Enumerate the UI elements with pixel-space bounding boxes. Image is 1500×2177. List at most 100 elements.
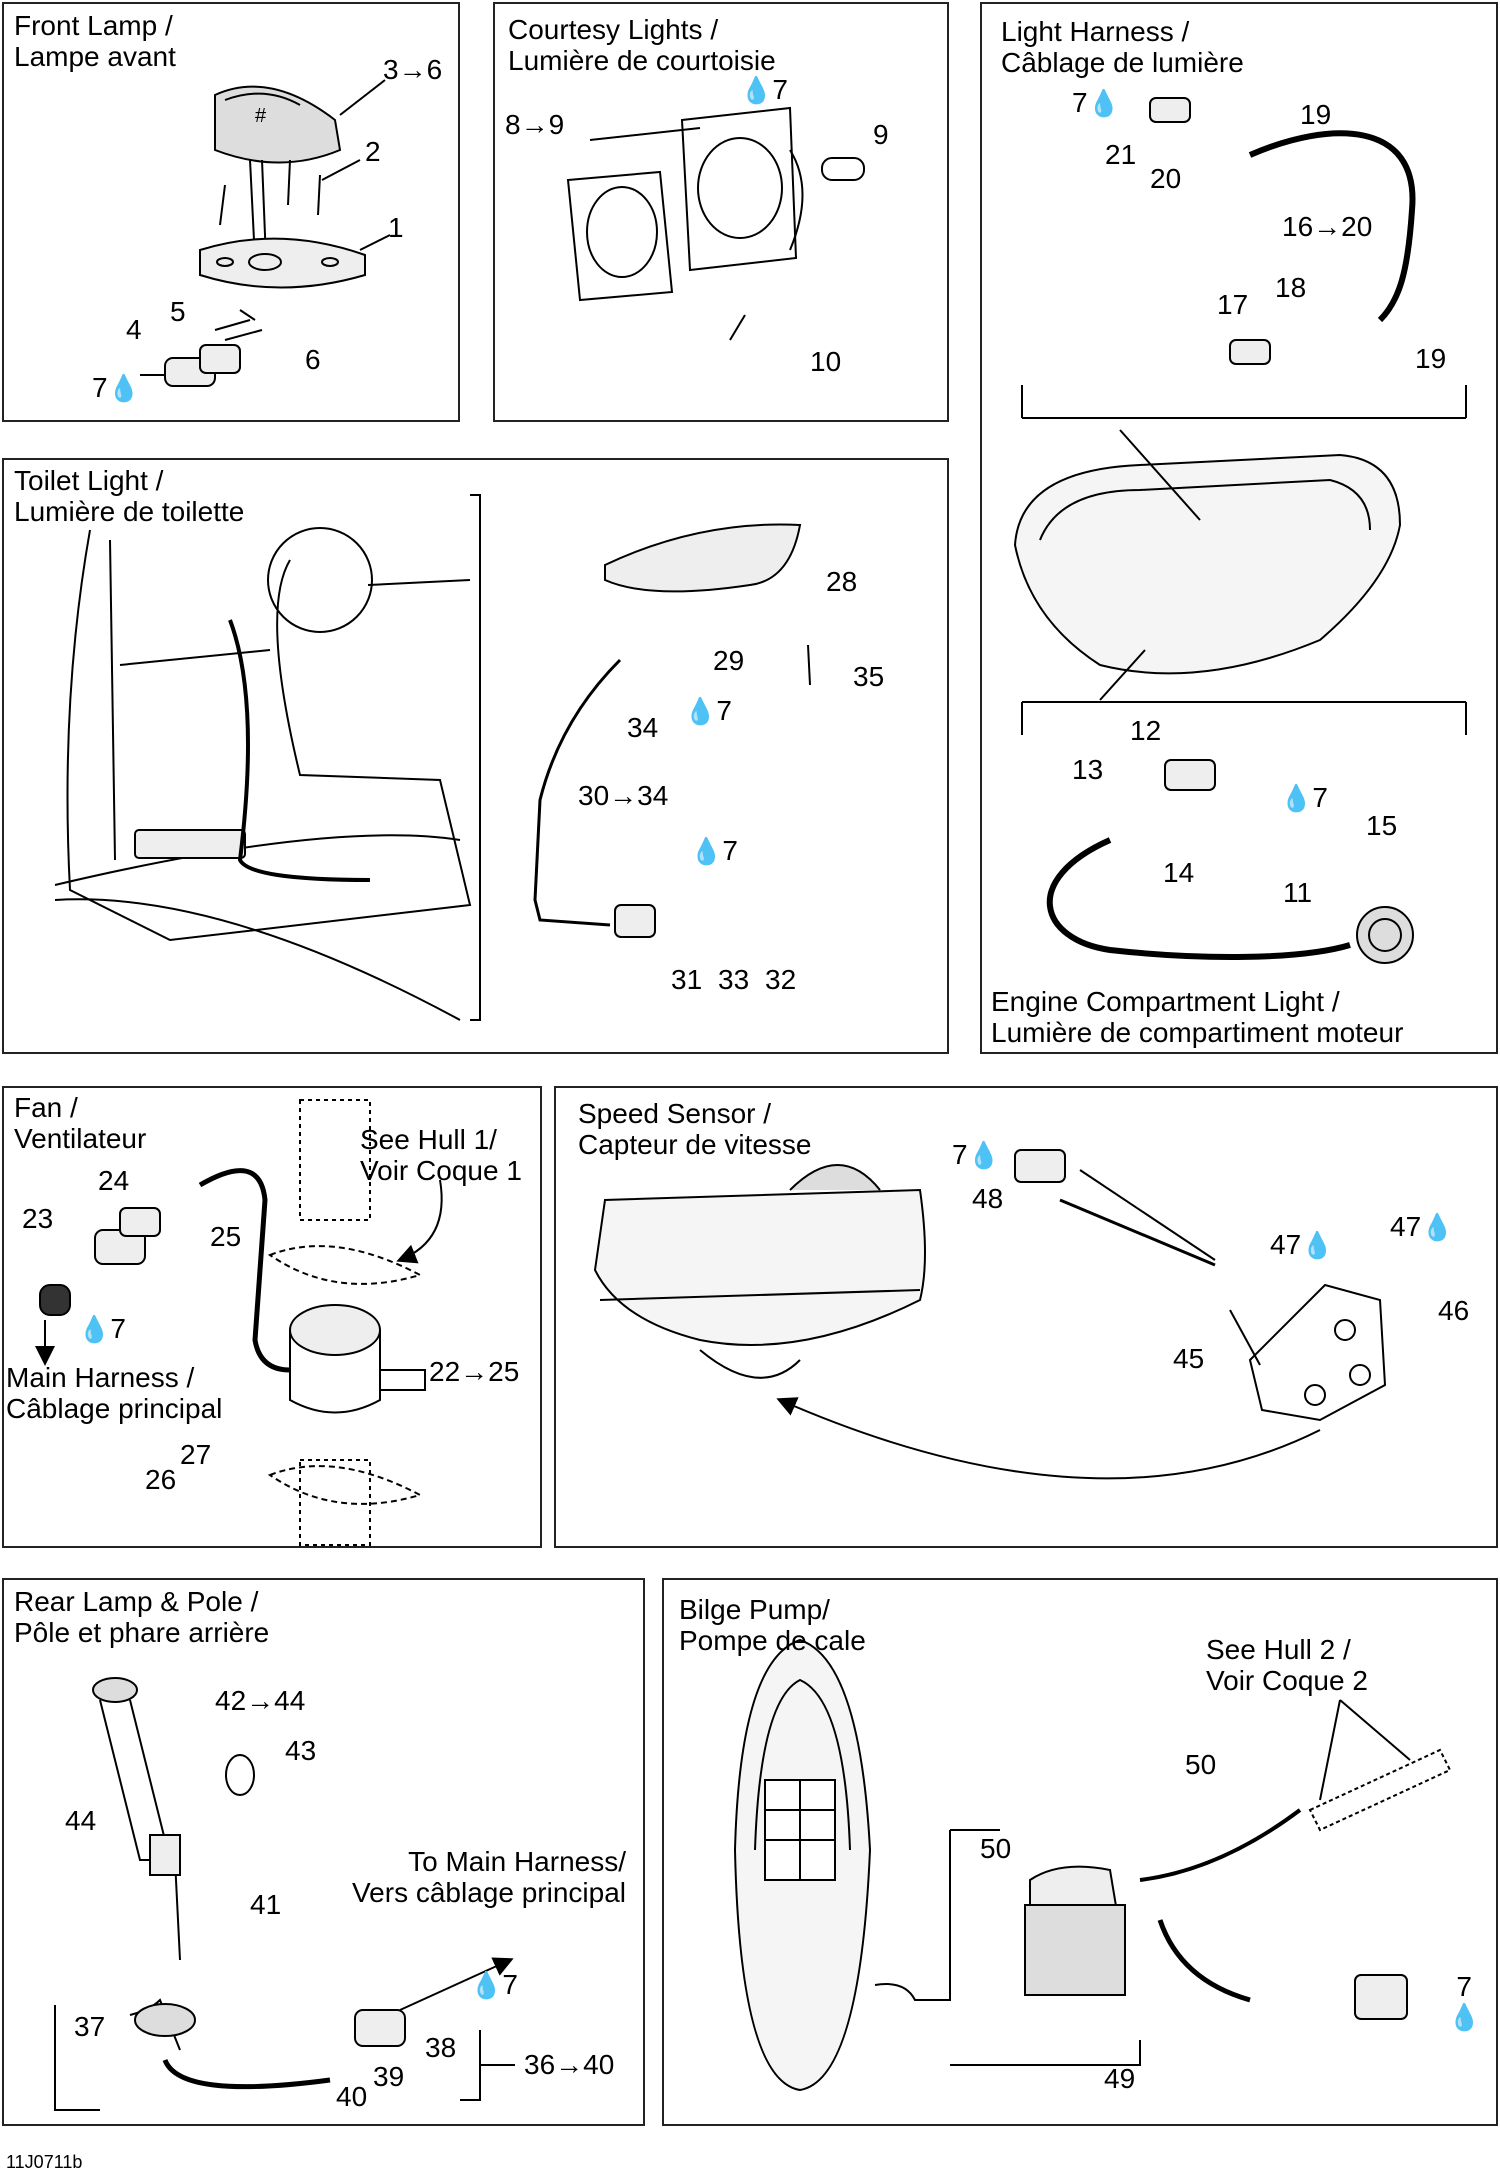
callout: 14 — [1163, 857, 1195, 888]
callout: 40 — [336, 2081, 368, 2112]
see-hull-2-note: See Hull 2 / Voir Coque 2 — [1206, 1634, 1368, 1696]
light-harness-title: Light Harness / Câblage de lumière — [1001, 16, 1244, 78]
callout: 💧7 — [78, 1313, 126, 1345]
callout: 35 — [853, 661, 885, 692]
callout: 25 — [210, 1221, 242, 1252]
callout: 2 — [365, 136, 381, 167]
note-line: Main Harness / — [6, 1362, 195, 1393]
callout: 34 — [627, 712, 659, 743]
fluid-drop-icon: 💧 — [1087, 88, 1120, 118]
see-hull-1-note: See Hull 1/ Voir Coque 1 — [360, 1124, 522, 1186]
callout: 24 — [98, 1165, 130, 1196]
title-line: Ventilateur — [14, 1123, 147, 1154]
callout: 29 — [713, 645, 745, 676]
main-harness-note: Main Harness / Câblage principal — [6, 1362, 222, 1424]
callout: 15 — [1366, 810, 1398, 841]
callout: 47 — [1390, 1211, 1422, 1242]
fluid-drop-icon: 💧 — [1421, 1212, 1454, 1242]
fluid-drop-icon: 💧 — [1448, 2002, 1481, 2032]
callout: 9 — [873, 119, 889, 150]
callout: 38 — [425, 2032, 457, 2063]
fluid-drop-icon: 💧 — [1301, 1230, 1334, 1260]
callout: 5 — [170, 296, 186, 327]
engine-compartment-caption: Engine Compartment Light / Lumière de co… — [991, 986, 1403, 1048]
speed-sensor-title: Speed Sensor / Capteur de vitesse — [578, 1098, 811, 1160]
callout: 3→6 — [383, 54, 443, 85]
fluid-drop-icon: 💧 — [107, 373, 140, 403]
callout: 21 — [1105, 139, 1137, 170]
title-line: Lampe avant — [14, 41, 176, 72]
note-line: Voir Coque 1 — [360, 1155, 522, 1186]
title-line: Pôle et phare arrière — [14, 1617, 270, 1648]
callout: 41 — [250, 1889, 282, 1920]
title-line: Front Lamp / — [14, 10, 173, 41]
rear-lamp-panel — [2, 1578, 645, 2126]
rear-lamp-title: Rear Lamp & Pole / Pôle et phare arrière — [14, 1586, 269, 1648]
callout: 7 — [502, 1969, 518, 2000]
callout: 7 — [722, 835, 738, 866]
fluid-drop-icon: 💧 — [740, 75, 773, 105]
callout: 18 — [1275, 272, 1307, 303]
callout: 32 — [765, 964, 797, 995]
toilet-light-panel — [2, 458, 949, 1054]
callout: 4 — [126, 314, 142, 345]
note-line: See Hull 1/ — [360, 1124, 497, 1155]
callout: 31 — [671, 964, 703, 995]
note-line: To Main Harness/ — [408, 1846, 626, 1877]
callout: 8→9 — [505, 109, 565, 140]
callout: 43 — [285, 1735, 317, 1766]
callout: 7 — [1072, 87, 1088, 118]
note-line: Voir Coque 2 — [1206, 1665, 1368, 1696]
callout: 49 — [1104, 2063, 1136, 2094]
callout: 13 — [1072, 754, 1104, 785]
title-line: Rear Lamp & Pole / — [14, 1586, 259, 1617]
caption-line: Engine Compartment Light / — [991, 986, 1340, 1017]
toilet-light-title: Toilet Light / Lumière de toilette — [14, 465, 244, 527]
callout: 47 — [1270, 1229, 1302, 1260]
callout: 12 — [1130, 715, 1162, 746]
fluid-drop-icon: 💧 — [78, 1314, 111, 1344]
callout: 7💧 — [92, 373, 140, 404]
callout: 7 — [716, 695, 732, 726]
caption-line: Lumière de compartiment moteur — [991, 1017, 1404, 1048]
callout: 💧7 — [1280, 782, 1328, 814]
callout: 💧7 — [684, 695, 732, 727]
title-line: Toilet Light / — [14, 465, 164, 496]
callout: 7💧 — [952, 1140, 1000, 1171]
title-line: Lumière de courtoisie — [508, 45, 776, 76]
callout: 27 — [180, 1439, 212, 1470]
callout: 46 — [1438, 1295, 1470, 1326]
callout: 6 — [305, 344, 321, 375]
callout: 20 — [1150, 163, 1182, 194]
callout: 7 💧 — [1448, 1972, 1481, 2033]
callout: 23 — [22, 1203, 54, 1234]
title-line: Fan / — [14, 1092, 78, 1123]
callout: 37 — [74, 2011, 106, 2042]
callout: 11 — [1283, 877, 1313, 908]
note-line: Vers câblage principal — [352, 1877, 626, 1908]
fluid-drop-icon: 💧 — [967, 1140, 1000, 1170]
to-main-harness-note: To Main Harness/ Vers câblage principal — [326, 1846, 626, 1908]
callout: 7 — [772, 74, 788, 105]
callout: 16→20 — [1282, 211, 1373, 242]
callout: 22→25 — [429, 1356, 520, 1387]
fluid-drop-icon: 💧 — [684, 696, 717, 726]
callout: 7 — [110, 1313, 126, 1344]
callout: 45 — [1173, 1343, 1205, 1374]
callout: 47💧 — [1390, 1211, 1454, 1243]
fluid-drop-icon: 💧 — [1280, 783, 1313, 813]
title-line: Lumière de toilette — [14, 496, 245, 527]
bilge-pump-title: Bilge Pump/ Pompe de cale — [679, 1594, 866, 1656]
callout: 7 — [1312, 782, 1328, 813]
title-line: Light Harness / — [1001, 16, 1190, 47]
fan-title: Fan / Ventilateur — [14, 1092, 146, 1154]
title-line: Bilge Pump/ — [679, 1594, 830, 1625]
callout: 26 — [145, 1464, 177, 1495]
callout: 19 — [1415, 343, 1447, 374]
callout: 10 — [810, 346, 842, 377]
callout: 💧7 — [690, 835, 738, 867]
callout: 44 — [65, 1805, 97, 1836]
title-line: Speed Sensor / — [578, 1098, 772, 1129]
fluid-drop-icon: 💧 — [690, 836, 723, 866]
callout: 42→44 — [215, 1685, 306, 1716]
